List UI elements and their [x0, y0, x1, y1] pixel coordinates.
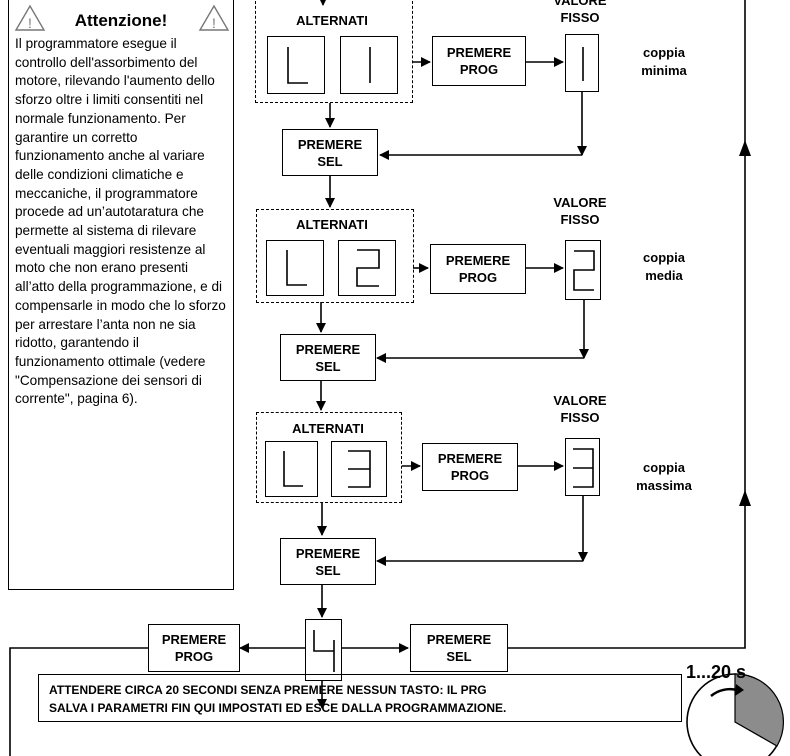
svg-text:!: ! — [28, 15, 32, 31]
display-digit-l-3 — [265, 441, 318, 497]
warning-triangle-icon: ! ! — [14, 4, 230, 31]
alternati-label-3: ALTERNATI — [292, 421, 364, 436]
display-digit-4 — [305, 619, 342, 681]
timer-icon — [686, 673, 784, 756]
alternati-label-1: ALTERNATI — [296, 13, 368, 28]
display-digit-l-2 — [266, 240, 324, 296]
display-digit-3 — [331, 441, 387, 497]
wait-instruction-line1: ATTENDERE CIRCA 20 SECONDI SENZA PREMERE… — [49, 683, 487, 697]
wait-instruction-box: ATTENDERE CIRCA 20 SECONDI SENZA PREMERE… — [38, 674, 682, 722]
fixed-value-display-3 — [565, 438, 600, 496]
display-digit-2 — [338, 240, 396, 296]
display-digit-l-1 — [267, 36, 325, 94]
timer-label: 1...20 s — [686, 662, 747, 682]
warning-title: Attenzione! — [74, 11, 168, 30]
wait-instruction-line2: SALVA I PARAMETRI FIN QUI IMPOSTATI ED E… — [49, 701, 507, 715]
alternati-group-1 — [255, 0, 413, 103]
warning-text: Il programmatore esegue il controllo del… — [15, 36, 226, 407]
alternati-group-2 — [256, 209, 414, 303]
display-digit-1 — [340, 36, 398, 94]
alternati-label-2: ALTERNATI — [296, 217, 368, 232]
fixed-value-display-1 — [565, 34, 599, 92]
svg-text:!: ! — [212, 15, 216, 31]
fixed-value-display-2 — [565, 240, 601, 300]
warning-box: Attenzione! Il programmatore esegue il c… — [8, 0, 234, 590]
alternati-group-3 — [256, 412, 402, 503]
